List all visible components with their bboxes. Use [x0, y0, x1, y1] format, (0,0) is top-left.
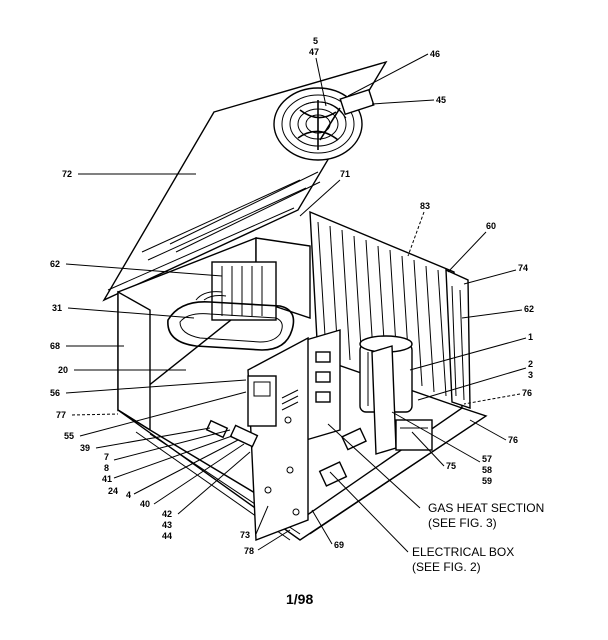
label-24: 24: [108, 486, 118, 496]
label-75: 75: [446, 461, 456, 471]
callout-labels: GAS HEAT SECTION (SEE FIG. 3) ELECTRICAL…: [412, 501, 544, 574]
gas-heat-section: [305, 329, 433, 455]
label-78: 78: [244, 546, 254, 556]
label-46: 46: [430, 49, 440, 59]
label-55: 55: [64, 431, 74, 441]
label-5: 5: [313, 36, 318, 46]
gas-heat-section-label: GAS HEAT SECTION: [428, 501, 544, 515]
condenser-coil: [317, 221, 447, 397]
label-62b: 62: [524, 304, 534, 314]
label-76a: 76: [522, 388, 532, 398]
label-58: 58: [482, 465, 492, 475]
label-42: 42: [162, 509, 172, 519]
condenser-fan: [273, 87, 375, 161]
label-73: 73: [240, 530, 250, 540]
label-20: 20: [58, 365, 68, 375]
label-57: 57: [482, 454, 492, 464]
electrical-box-label: ELECTRICAL BOX: [412, 545, 514, 559]
label-56: 56: [50, 388, 60, 398]
label-60: 60: [486, 221, 496, 231]
label-4: 4: [126, 490, 131, 500]
label-47: 47: [309, 47, 319, 57]
label-8: 8: [104, 463, 109, 473]
label-2: 2: [528, 359, 533, 369]
label-31: 31: [52, 303, 62, 313]
label-3: 3: [528, 370, 533, 380]
front-control-panel: [247, 336, 309, 542]
electrical-box-reference: (SEE FIG. 2): [412, 560, 481, 574]
label-44: 44: [162, 531, 172, 541]
label-59: 59: [482, 476, 492, 486]
label-1: 1: [528, 332, 533, 342]
label-77: 77: [56, 410, 66, 420]
label-71: 71: [340, 169, 350, 179]
label-45: 45: [436, 95, 446, 105]
leader-lines: [65, 53, 527, 553]
revision-date: 1/98: [286, 591, 313, 607]
heat-exchanger: [167, 261, 295, 351]
label-39: 39: [80, 443, 90, 453]
label-41: 41: [102, 474, 112, 484]
label-68: 68: [50, 341, 60, 351]
label-7: 7: [104, 452, 109, 462]
label-76b: 76: [508, 435, 518, 445]
cabinet: [117, 210, 488, 541]
label-40: 40: [140, 499, 150, 509]
electrical-box: [205, 375, 348, 487]
label-62a: 62: [50, 259, 60, 269]
label-83: 83: [420, 201, 430, 211]
part-number-labels: 5 47 46 45 72 71 83 60 62 74 31 62 68 1 …: [50, 36, 534, 556]
label-74: 74: [518, 263, 528, 273]
label-72: 72: [62, 169, 72, 179]
label-43: 43: [162, 520, 172, 530]
gas-heat-section-reference: (SEE FIG. 3): [428, 516, 497, 530]
label-69: 69: [334, 540, 344, 550]
